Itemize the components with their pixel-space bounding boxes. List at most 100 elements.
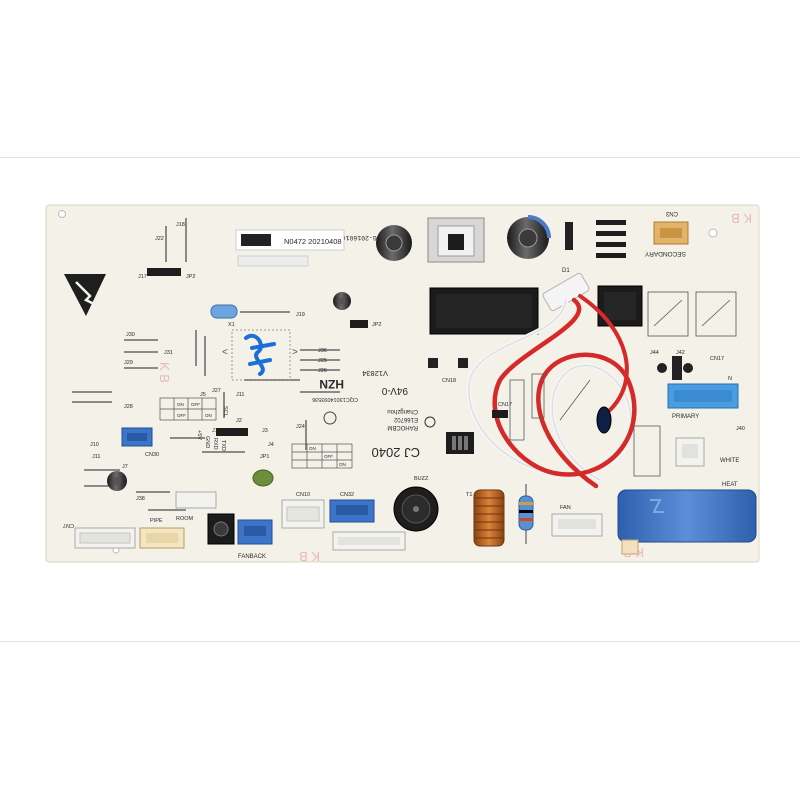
smd-component (492, 410, 508, 418)
svg-text:SCL: SCL (222, 406, 228, 417)
label-j25: J25 (318, 358, 327, 364)
capacitor-c4 (107, 471, 127, 491)
label-cn7: CN7 (63, 522, 74, 528)
svg-text:94V-0: 94V-0 (381, 385, 408, 396)
terminal-connector (542, 272, 590, 312)
top-divider (0, 157, 800, 158)
esd-warning-icon (64, 274, 106, 316)
watermark-text: K B (299, 549, 320, 564)
label-j42: J42 (676, 350, 685, 356)
dip-table-right (291, 443, 353, 469)
label-j4: J4 (268, 442, 274, 448)
svg-text:V12834: V12834 (362, 369, 388, 378)
voltage-regulator-heatsink (427, 217, 485, 263)
label-jp2: JP2 (186, 274, 195, 280)
dip-table-left (159, 397, 217, 421)
resistor (518, 484, 534, 544)
connector-cn32 (329, 499, 375, 523)
svg-text:TXD: TXD (220, 440, 226, 451)
label-cn30: CN30 (145, 452, 159, 458)
label-buzz: BUZZ (414, 476, 429, 482)
label-j2: J2 (236, 418, 242, 424)
label-n: N (728, 376, 732, 382)
part-number-label: 0011800BG-2016016-0280402857-P (291, 234, 408, 241)
label-cn10: CN10 (296, 492, 310, 498)
code-marking: CJ 2040 (372, 445, 420, 460)
svg-text:Changzhou: Changzhou (387, 408, 418, 414)
connector-secondary (653, 221, 689, 245)
label-j27: J27 (212, 388, 221, 394)
maker-marking: RAHOCBM E166702 Changzhou (387, 408, 418, 430)
connector-fan (551, 513, 603, 537)
svg-text:E166702: E166702 (393, 416, 418, 422)
label-secondary: SECONDARY (644, 250, 686, 257)
diode-d1 (565, 222, 573, 250)
label-j31: J31 (164, 350, 173, 356)
capacitor-c3 (333, 292, 351, 310)
brand-marking: HZN (319, 377, 344, 391)
wire-harness (466, 294, 637, 489)
svg-text:0011800BG-2016016-0280402857-P: 0011800BG-2016016-0280402857-P (291, 234, 408, 241)
date-label: N0472 20210408 (284, 237, 342, 246)
relay-secondary (597, 285, 643, 327)
label-white: WHITE (720, 458, 739, 464)
label-d1: D1 (562, 268, 570, 274)
film-capacitor (617, 489, 757, 555)
connector-cn5 (667, 383, 739, 409)
mcu-footprint: < > (222, 329, 298, 381)
svg-text:RAHOCBM: RAHOCBM (387, 424, 418, 430)
bottom-divider (0, 641, 800, 642)
connector-cn21 (332, 531, 406, 551)
svg-text:<: < (222, 347, 228, 358)
cert-marking: CQC13014093536 (312, 396, 358, 402)
dip-off: OFF (191, 402, 200, 407)
svg-text:HZN: HZN (319, 377, 344, 391)
label-t1: T1 (466, 492, 472, 498)
label-j24: J24 (296, 424, 305, 430)
smd-component (458, 358, 468, 368)
svg-text:RXD: RXD (212, 438, 218, 450)
label-j1: J1 (212, 428, 218, 434)
connector-cn4 (139, 527, 185, 549)
connector-cn10 (281, 499, 325, 529)
capacitor-c1 (376, 225, 412, 261)
header-jp1 (216, 428, 248, 436)
ceramic-capacitor (252, 469, 274, 487)
component-outlines (509, 373, 661, 477)
label-fan: FAN (560, 505, 571, 511)
label-cn7r: CN17 (710, 356, 724, 362)
label-cn3: CN3 (665, 210, 678, 216)
tact-switch (207, 513, 235, 545)
connector-fanback (237, 519, 273, 545)
label-x1: X1 (228, 322, 235, 328)
label-cn32: CN32 (340, 492, 354, 498)
mounting-hole (58, 210, 66, 218)
label-j22: J22 (155, 236, 164, 242)
label-j11b: J11 (236, 392, 244, 398)
label-j30: J30 (126, 332, 135, 338)
watermark-text: K B (731, 211, 752, 226)
smd-component (428, 358, 438, 368)
label-j29: J29 (124, 360, 133, 366)
mounting-hole (708, 228, 718, 238)
svg-text:GND: GND (204, 436, 210, 448)
thermistor (596, 406, 612, 434)
label-j40: J40 (736, 426, 745, 432)
pin-labels-c: RXD (212, 438, 218, 450)
label-j11: J11 (92, 454, 100, 460)
ul-logo (424, 416, 436, 428)
dip-on: ON (177, 402, 184, 407)
batch-marking: V12834 (362, 369, 388, 378)
label-j44: J44 (650, 350, 659, 356)
header-jp3 (147, 268, 181, 276)
label-jp2b: JP2 (372, 322, 381, 328)
label-primary: PRIMARY (672, 414, 699, 420)
label-cn18: CN18 (442, 378, 456, 384)
transistor-array (657, 356, 693, 380)
svg-text:>: > (292, 347, 298, 358)
label-j17: J17 (138, 274, 147, 280)
label-j5: J5 (200, 392, 206, 398)
cqc-logo (323, 411, 337, 425)
